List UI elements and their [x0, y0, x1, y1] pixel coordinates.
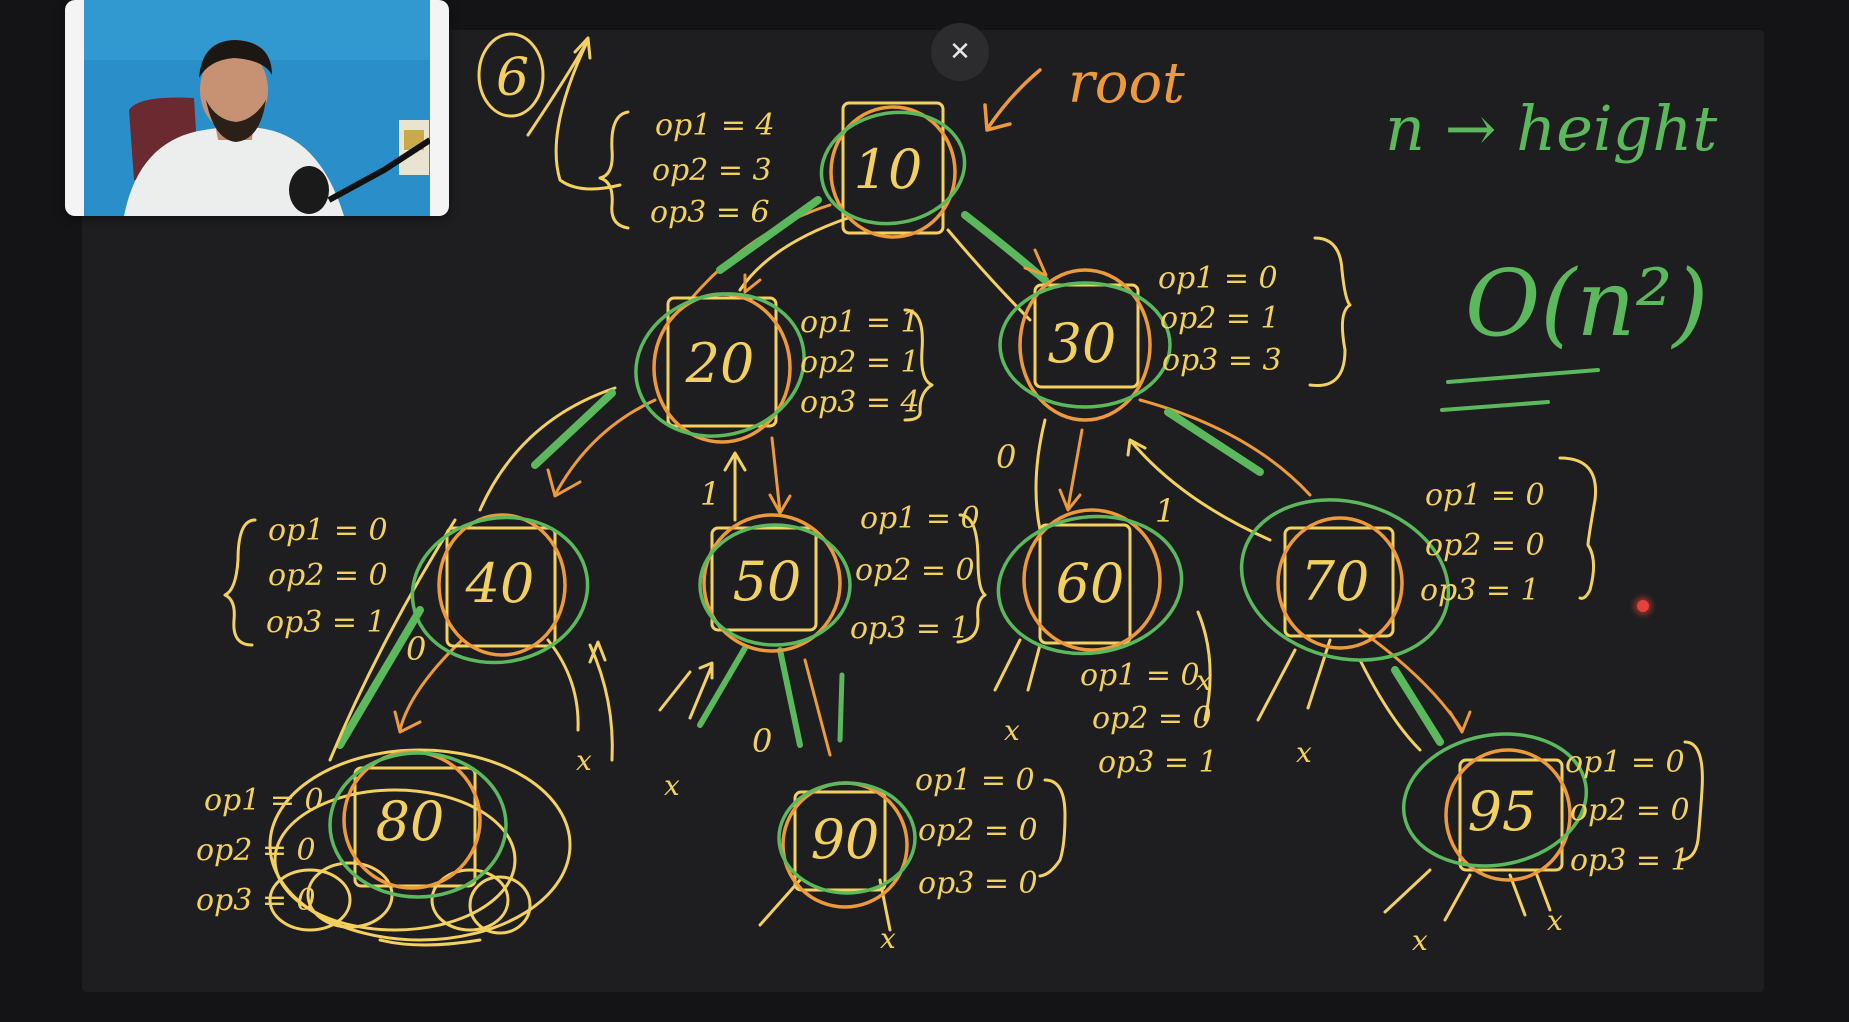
ops-20-op1: op1 = 1: [800, 305, 920, 340]
ops-90-op3: op3 = 0: [918, 866, 1038, 901]
ops-30-op2: op2 = 1: [1160, 301, 1280, 336]
tree-node-60: 60: [1056, 552, 1125, 615]
ops-70-op3: op3 = 1: [1420, 573, 1540, 608]
root-label-group: root: [983, 51, 1185, 132]
ops-10-op3: op3 = 6: [650, 195, 770, 230]
tree-node-95: 95: [1468, 780, 1537, 843]
null-marker: x: [880, 922, 896, 955]
ops-60-op3: op3 = 1: [1098, 745, 1218, 780]
ops-40-op2: op2 = 0: [268, 558, 388, 593]
ops-80-op3: op3 = 0: [196, 883, 316, 918]
tree-node-50: 50: [733, 550, 802, 613]
null-marker: x: [1412, 924, 1428, 957]
root-label: root: [1068, 51, 1185, 116]
tree-node-shapes: [328, 101, 1589, 909]
presenter-image: [84, 0, 430, 216]
tree-node-30: 30: [1048, 312, 1117, 375]
op-braces: [223, 110, 1704, 878]
tree-node-20: 20: [685, 332, 755, 395]
ops-60-op2: op2 = 0: [1092, 701, 1212, 736]
ops-10-op2: op2 = 3: [652, 153, 772, 188]
ops-50-op2: op2 = 0: [855, 553, 975, 588]
null-marker: x: [664, 769, 680, 802]
tree-node-10: 10: [854, 138, 923, 201]
null-marker: x: [1296, 736, 1312, 769]
ops-70-op2: op2 = 0: [1425, 528, 1545, 563]
laser-pointer-cursor: [1637, 600, 1649, 612]
ops-90-op2: op2 = 0: [918, 813, 1038, 848]
ops-95-op1: op1 = 0: [1565, 745, 1685, 780]
edge-label: 1: [700, 475, 720, 513]
op-annotations: op1 = 4 op2 = 3 op3 = 6 op1 = 1 op2 = 1 …: [196, 108, 1690, 918]
close-button[interactable]: ✕: [931, 23, 989, 81]
ops-60-op1: op1 = 0: [1080, 658, 1200, 693]
tree-node-90: 90: [811, 808, 880, 871]
ops-80-op2: op2 = 0: [196, 833, 316, 868]
edge-label: 1: [1155, 492, 1175, 530]
ops-20-op2: op2 = 1: [800, 345, 920, 380]
ops-40-op1: op1 = 0: [268, 513, 388, 548]
ops-20-op3: op3 = 4: [800, 385, 920, 420]
complexity-notes: n → height O(n²): [1385, 92, 1717, 412]
edge-label: 0: [406, 630, 426, 668]
complexity-label: O(n²): [1465, 250, 1708, 357]
ops-95-op3: op3 = 1: [1570, 843, 1690, 878]
ops-95-op2: op2 = 0: [1570, 793, 1690, 828]
edge-label: 0: [752, 722, 772, 760]
ops-40-op3: op3 = 1: [266, 605, 386, 640]
edge-labels: 1 0 1 0 0: [406, 438, 1175, 760]
tree-edges: [268, 196, 1552, 947]
edge-label: 0: [996, 438, 1016, 476]
ops-90-op1: op1 = 0: [915, 763, 1035, 798]
tree-node-40: 40: [465, 552, 535, 615]
null-marker: x: [576, 744, 592, 777]
ops-50-op1: op1 = 0: [860, 501, 980, 536]
problem-number-marker: 6: [477, 32, 622, 191]
ops-10-op1: op1 = 4: [655, 108, 775, 143]
height-note: n → height: [1385, 92, 1717, 165]
ops-30-op1: op1 = 0: [1158, 261, 1278, 296]
null-markers: x x x x x x x x: [576, 664, 1563, 957]
null-marker: x: [1196, 664, 1212, 697]
problem-number: 6: [496, 48, 529, 108]
ops-70-op1: op1 = 0: [1425, 478, 1545, 513]
close-icon[interactable]: ✕: [949, 37, 971, 67]
null-marker: x: [1547, 904, 1563, 937]
ops-30-op3: op3 = 3: [1162, 343, 1282, 378]
ops-50-op3: op3 = 1: [850, 611, 970, 646]
webcam-video: [84, 0, 430, 216]
tree-node-70: 70: [1301, 550, 1370, 613]
tree-node-80: 80: [376, 790, 445, 853]
tree-node-values: 10 20 30 40 50 60 70 80 90 95: [376, 138, 1537, 871]
null-marker: x: [1004, 714, 1020, 747]
ops-80-op1: op1 = 0: [204, 783, 324, 818]
webcam-overlay: [65, 0, 449, 216]
